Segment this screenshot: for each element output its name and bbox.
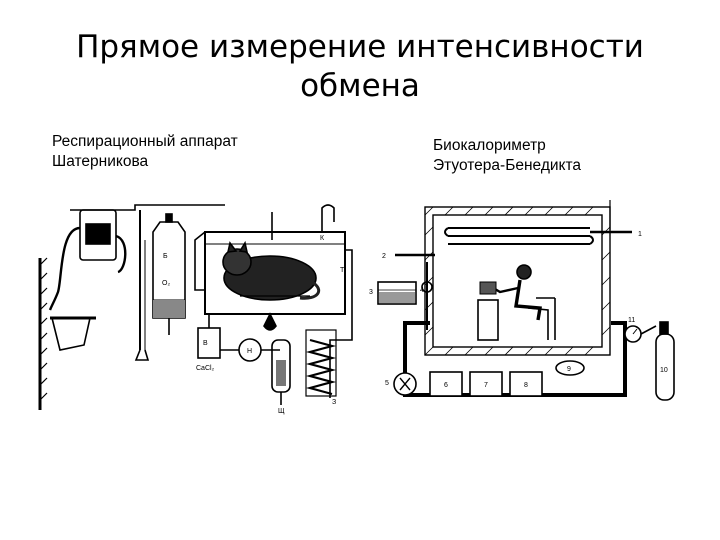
subject-figure: [477, 264, 556, 341]
label-n: Н: [247, 348, 252, 355]
label-9: 9: [567, 366, 571, 373]
label-z: З: [332, 399, 336, 406]
wall-hatching: [38, 257, 48, 410]
label-10: 10: [660, 367, 668, 374]
tube-left: [48, 226, 81, 311]
right-caption-line-1: Биокалориметр: [433, 137, 546, 154]
left-caption-line-2: Шатерникова: [52, 153, 149, 170]
label-8: 8: [524, 382, 528, 389]
title-line-2: обмена: [300, 68, 420, 104]
box-6: [429, 371, 463, 397]
chamber-outer: [424, 206, 611, 356]
slide-title: Прямое измерение интенсивности обмена: [60, 28, 660, 106]
drip: [263, 312, 277, 331]
ergometer: [477, 299, 499, 341]
label-o2: O₂: [162, 280, 170, 287]
label-1: 1: [638, 231, 642, 238]
u-tube: [321, 204, 335, 232]
wall-insulation: [424, 206, 611, 356]
jar-v: [197, 327, 221, 359]
biocalorimeter: [377, 200, 675, 401]
label-b: Б: [163, 253, 168, 260]
meter-dial: [85, 223, 111, 245]
box-9: [555, 360, 585, 376]
right-caption-line-2: Этуотера-Бенедикта: [433, 157, 582, 174]
gas-circuit: [403, 321, 627, 397]
sink: [50, 317, 91, 351]
left-caption-line-1: Респирационный аппарат: [52, 133, 238, 150]
box-8: [509, 371, 543, 397]
right-caption: Биокалориметр Этуотера-Бенедикта: [433, 136, 581, 176]
title-line-1: Прямое измерение интенсивности: [76, 29, 644, 65]
label-5: 5: [385, 380, 389, 387]
feed-pipe: [70, 204, 225, 211]
cat-figure: [222, 240, 321, 301]
box-7: [469, 371, 503, 397]
cooling-coil: [444, 227, 594, 245]
label-7: 7: [484, 382, 488, 389]
left-caption: Респирационный аппарат Шатерникова: [52, 132, 238, 172]
label-3: 3: [369, 289, 373, 296]
label-cacl: CaCl₂: [196, 365, 215, 372]
tube-right: [115, 234, 127, 274]
label-11: 11: [628, 317, 635, 324]
label-2: 2: [382, 253, 386, 260]
label-shch: Щ: [278, 408, 285, 415]
label-t: Т: [340, 267, 345, 274]
label-v: В: [203, 340, 208, 347]
coil-box: [305, 329, 337, 397]
label-k: К: [320, 235, 325, 242]
coil-z: [305, 338, 337, 396]
right-labels: 1 2 3 4 5 6 7 8 9 10 11: [369, 231, 668, 389]
label-6: 6: [444, 382, 448, 389]
chamber-inner: [432, 214, 603, 348]
label-4: 4: [420, 287, 424, 294]
water-tank-3: [377, 281, 417, 305]
shaternikov-apparatus: [38, 204, 353, 410]
chamber-k: [204, 231, 346, 315]
left-labels: Б O₂ К Т В Н CaCl₂ Щ З: [162, 235, 345, 415]
